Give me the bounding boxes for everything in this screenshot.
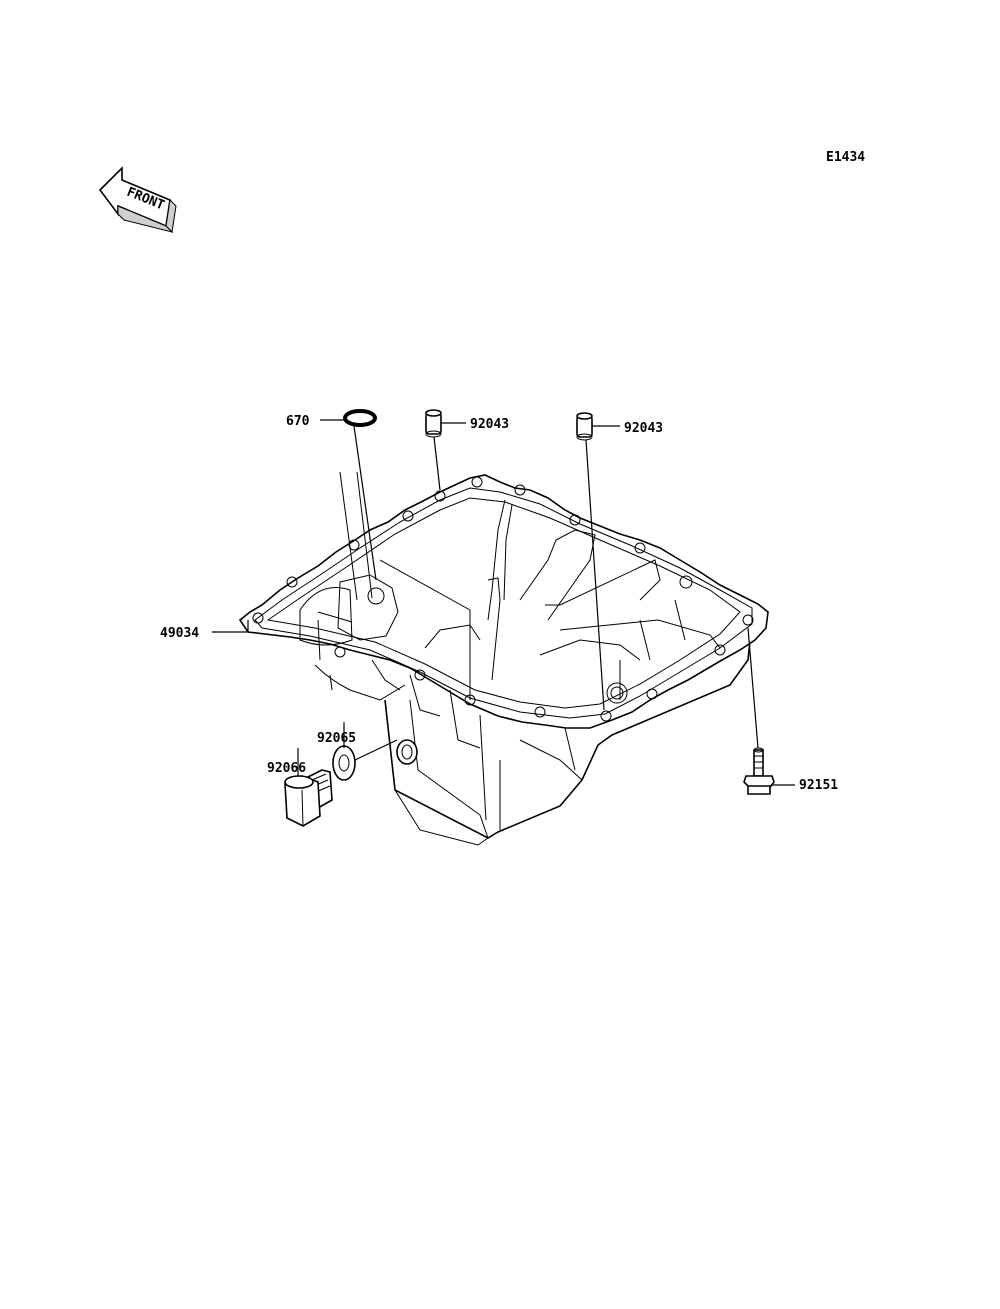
callout-oring: 670 [286, 414, 310, 429]
callout-dowel-right: 92043 [624, 421, 663, 436]
washer-part [332, 745, 356, 781]
dowel-left-part [425, 409, 442, 438]
oil-pan [238, 474, 769, 846]
drain-plug-part [284, 769, 333, 827]
oring-part [343, 409, 377, 427]
callout-drain-plug: 92066 [267, 761, 306, 776]
callout-washer: 92065 [317, 731, 356, 746]
bolt-part [743, 747, 775, 795]
callout-bolt: 92151 [799, 778, 838, 793]
callout-oil-pan: 49034 [160, 626, 199, 641]
dowel-right-part [576, 412, 593, 441]
callout-dowel-left: 92043 [470, 417, 509, 432]
diagram-code: E1434 [826, 150, 865, 165]
front-arrow-icon: FRONT [98, 166, 177, 234]
